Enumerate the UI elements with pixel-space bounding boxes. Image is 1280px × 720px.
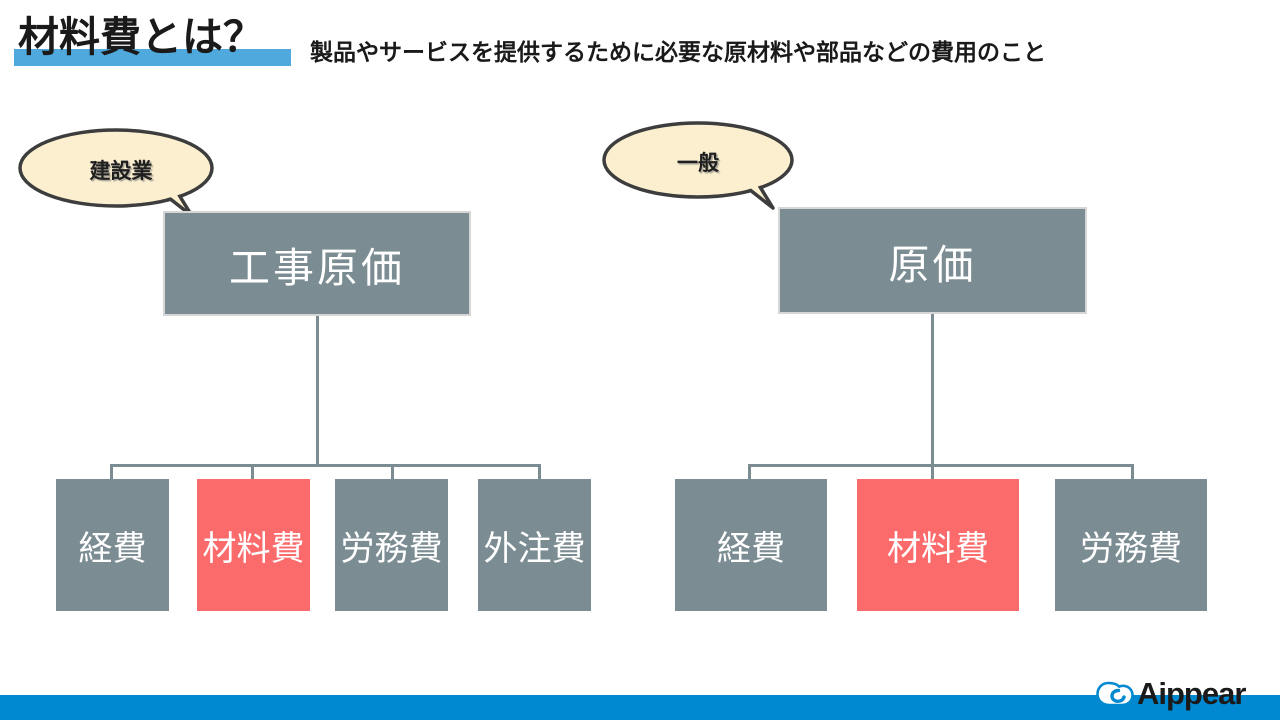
cloud-swirl-icon [1096,681,1134,706]
node-right-labor-cost[interactable]: 労務費 [1055,479,1207,611]
node-construction-cost[interactable]: 工事原価 [163,211,471,316]
speech-bubble-general: 一般 [600,118,805,210]
page-subtitle: 製品やサービスを提供するために必要な原材料や部品などの費用のこと [310,39,1046,65]
connector-drop-left-4 [538,464,541,479]
connector-trunk-left [316,316,319,467]
connector-drop-left-3 [391,464,394,479]
brand-logo: Aippear [1096,676,1271,711]
diagram-canvas: 建設業 工事原価 経費 材料費 労務費 外注費 一般 原価 [16,118,1207,611]
node-right-expense[interactable]: 経費 [675,479,827,611]
connector-drop-right-2 [931,464,934,479]
node-left-expense[interactable]: 経費 [56,479,169,611]
node-label: 経費 [78,529,147,568]
connector-bus-left [110,464,541,467]
footer-bar [0,695,1280,720]
connector-drop-left-1 [110,464,113,479]
speech-bubble-shape [18,128,214,218]
brand-name: Aippear [1137,676,1246,711]
connector-drop-left-2 [251,464,254,479]
speech-bubble-shape [602,121,794,210]
node-label: 工事原価 [229,244,405,291]
speech-bubble-construction: 建設業 [16,124,226,218]
connector-drop-right-1 [748,464,751,479]
title-highlight-bar [14,49,291,66]
node-label: 材料費 [202,529,305,568]
node-label: 原価 [888,241,977,288]
node-left-material-cost[interactable]: 材料費 [197,479,310,611]
node-label: 外注費 [483,529,586,568]
connector-bus-right [748,464,1134,467]
node-left-labor-cost[interactable]: 労務費 [335,479,448,611]
node-label: 労務費 [1080,529,1182,568]
page-title: 材料費とは？ [18,14,264,60]
node-label: 労務費 [340,529,443,568]
page-header: 材料費とは？ 製品やサービスを提供するために必要な原材料や部品などの費用のこと [0,0,1280,95]
connector-trunk-right [931,314,934,467]
node-label: 経費 [717,529,785,568]
node-left-outsourcing-cost[interactable]: 外注費 [478,479,591,611]
node-cost[interactable]: 原価 [778,207,1087,314]
node-right-material-cost[interactable]: 材料費 [857,479,1019,611]
connector-drop-right-3 [1131,464,1134,479]
node-label: 材料費 [887,529,989,568]
